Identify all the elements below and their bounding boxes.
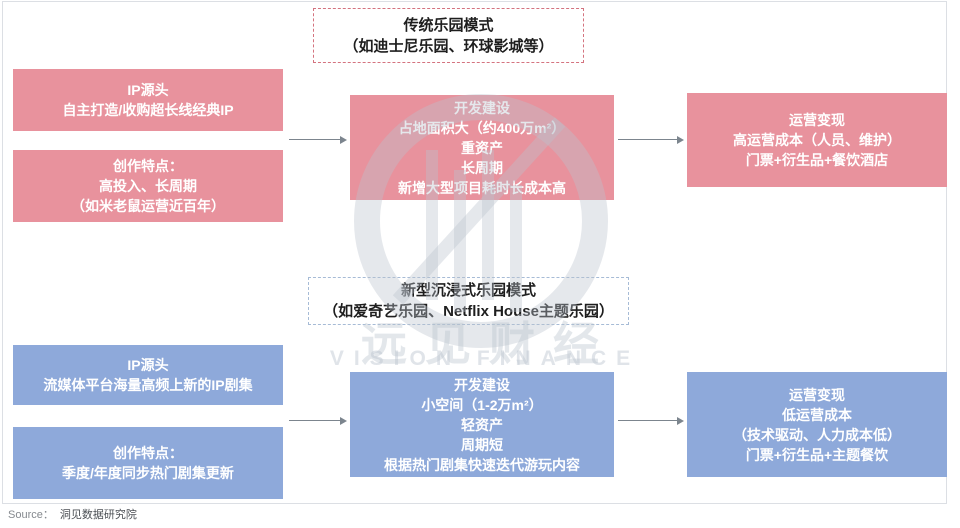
box-line: 新增大型项目耗时长成本高: [398, 179, 566, 196]
right-arrow-icon: [289, 135, 347, 144]
box-line: （技术驱动、人力成本低）: [733, 426, 901, 443]
box-line: 开发建设: [454, 376, 510, 393]
box-line: 门票+衍生品+餐饮酒店: [745, 152, 889, 168]
immersive-development-box: 开发建设 小空间（1-2万m²） 轻资产 周期短 根据热门剧集快速迭代游玩内容: [350, 372, 614, 477]
immersive-operation-box: 运营变现 低运营成本 （技术驱动、人力成本低） 门票+衍生品+主题餐饮: [687, 372, 947, 477]
box-line: 季度/年度同步热门剧集更新: [62, 465, 234, 481]
box-line: 重资产: [461, 139, 503, 156]
immersive-model-title-line2: （如爱奇艺乐园、Netflix House主题乐园）: [323, 303, 614, 320]
right-arrow-icon: [618, 135, 684, 144]
box-line: 运营变现: [789, 112, 845, 128]
source-label: Source：: [8, 509, 54, 521]
immersive-creation-trait-box: 创作特点： 季度/年度同步热门剧集更新: [13, 427, 283, 499]
box-line: 小空间（1-2万m²）: [421, 396, 543, 413]
box-line: 高运营成本（人员、维护）: [733, 132, 901, 148]
box-line: 周期短: [461, 436, 503, 453]
box-line: 占地面积大（约400万m²）: [398, 119, 566, 136]
traditional-operation-box: 运营变现 高运营成本（人员、维护） 门票+衍生品+餐饮酒店: [687, 93, 947, 187]
box-line: 轻资产: [461, 416, 503, 433]
source-caption: Source： 洞见数据研究院: [8, 506, 137, 522]
traditional-model-title-line2: （如迪士尼乐园、环球影城等）: [343, 37, 554, 55]
box-line: 门票+衍生品+主题餐饮: [745, 446, 889, 463]
traditional-development-box: 开发建设 占地面积大（约400万m²） 重资产 长周期 新增大型项目耗时长成本高: [350, 95, 614, 200]
box-line: 低运营成本: [782, 406, 852, 423]
box-line: 开发建设: [454, 99, 510, 116]
traditional-model-title-line1: 传统乐园模式: [403, 16, 494, 34]
source-value: 洞见数据研究院: [59, 509, 137, 521]
right-arrow-icon: [618, 416, 684, 425]
immersive-model-title-box: 新型沉浸式乐园模式 （如爱奇艺乐园、Netflix House主题乐园）: [308, 277, 629, 325]
box-line: 自主打造/收购超长线经典IP: [62, 102, 234, 118]
box-line: 长周期: [461, 159, 503, 176]
box-line: （如米老鼠运营近百年）: [71, 198, 225, 214]
box-line: 创作特点：: [113, 445, 183, 461]
traditional-creation-trait-box: 创作特点： 高投入、长周期 （如米老鼠运营近百年）: [13, 150, 283, 222]
box-line: IP源头: [127, 357, 169, 373]
immersive-model-title-line1: 新型沉浸式乐园模式: [400, 282, 536, 299]
traditional-ip-source-box: IP源头 自主打造/收购超长线经典IP: [13, 69, 283, 131]
immersive-ip-source-box: IP源头 流媒体平台海量高频上新的IP剧集: [13, 345, 283, 405]
traditional-model-title-box: 传统乐园模式 （如迪士尼乐园、环球影城等）: [313, 8, 584, 63]
box-line: 流媒体平台海量高频上新的IP剧集: [43, 377, 253, 393]
box-line: 高投入、长周期: [99, 178, 197, 194]
box-line: 根据热门剧集快速迭代游玩内容: [384, 456, 580, 473]
box-line: 运营变现: [789, 386, 845, 403]
box-line: IP源头: [127, 82, 169, 98]
right-arrow-icon: [289, 416, 347, 425]
box-line: 创作特点：: [113, 158, 183, 174]
